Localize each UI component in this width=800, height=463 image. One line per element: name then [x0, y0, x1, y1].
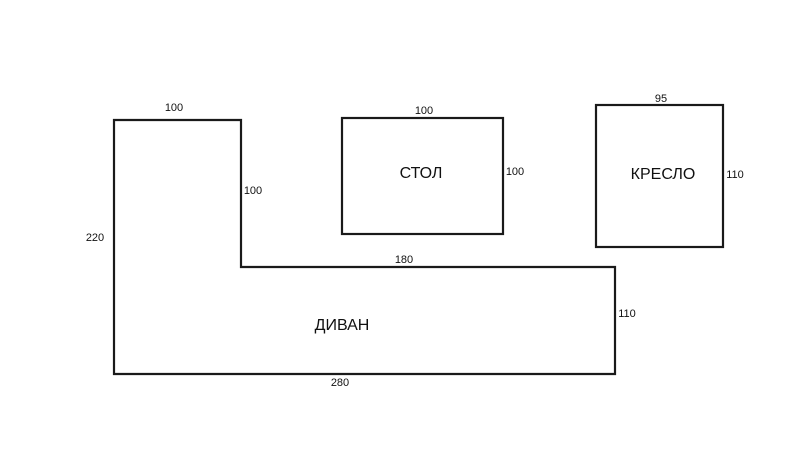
- armchair-right-dimension: 110: [726, 169, 744, 181]
- sofa-top-dimension: 100: [165, 102, 183, 114]
- table-right-dimension: 100: [506, 166, 524, 178]
- table-top-dimension: 100: [415, 105, 433, 117]
- armchair: КРЕСЛО 95 110: [594, 93, 744, 249]
- table-label: СТОЛ: [400, 165, 443, 182]
- armchair-outline: [594, 103, 725, 249]
- sofa-bottom-dimension: 280: [331, 377, 349, 389]
- sofa-outline: [112, 118, 617, 376]
- sofa-left-dimension: 220: [86, 232, 104, 244]
- sofa-inner-vertical-dimension: 100: [244, 185, 262, 197]
- table-outline: [340, 116, 505, 236]
- armchair-label: КРЕСЛО: [631, 166, 696, 183]
- sofa-right-dimension: 110: [618, 308, 636, 320]
- armchair-top-dimension: 95: [655, 93, 667, 105]
- sofa-label: ДИВАН: [315, 317, 370, 334]
- table: СТОЛ 100 100: [340, 105, 524, 236]
- sofa: ДИВАН 100 220 100 180 110 280: [86, 102, 636, 389]
- sofa-inner-horizontal-dimension: 180: [395, 254, 413, 266]
